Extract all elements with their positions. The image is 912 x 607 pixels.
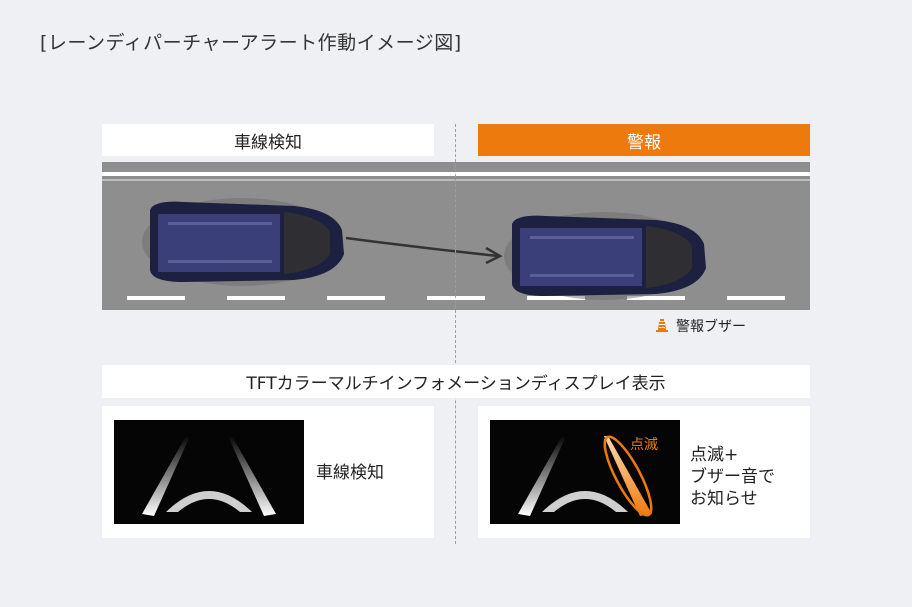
display-screen-warn: 点滅 — [490, 420, 680, 524]
car-before — [142, 198, 344, 286]
panel-text-line: 点滅+ — [690, 445, 739, 465]
tft-display-label: TFTカラーマルチインフォメーションディスプレイ表示 — [102, 365, 810, 398]
buzzer-icon — [656, 319, 668, 332]
arrow-icon — [345, 236, 503, 265]
display-screen-detect — [114, 420, 304, 524]
panel-text-warn: 点滅+ ブザー音で お知らせ — [690, 444, 775, 510]
lane-dashes — [127, 296, 785, 300]
panel-text-detect: 車線検知 — [316, 462, 384, 484]
lane-line-right-blinking — [604, 436, 652, 516]
page-title: [レーンディパーチャーアラート作動イメージ図] — [40, 32, 462, 54]
phase-label-detect: 車線検知 — [102, 124, 434, 156]
road-edge-line — [102, 172, 810, 176]
buzzer-label: 警報ブザー — [676, 319, 746, 335]
blink-label: 点滅 — [630, 437, 658, 453]
blink-highlight-ring — [603, 435, 653, 517]
car-icon-dash — [542, 491, 628, 512]
lane-line-right — [228, 436, 276, 516]
panel-text-line: お知らせ — [690, 489, 758, 509]
phase-divider — [455, 124, 456, 544]
car-after — [504, 212, 706, 300]
lane-line-left — [142, 436, 190, 516]
road-illustration — [102, 162, 810, 310]
display-panel-detect: 車線検知 — [102, 406, 434, 538]
panel-text-line: 車線検知 — [316, 463, 384, 483]
car-icon-dash — [166, 491, 252, 512]
display-panel-warn: 点滅 点滅+ ブザー音で お知らせ — [478, 406, 810, 538]
road-shoulder — [102, 179, 810, 181]
lane-line-left — [518, 436, 566, 516]
panel-text-line: ブザー音で — [690, 467, 775, 487]
buzzer-legend: 警報ブザー — [654, 316, 746, 336]
phase-label-warn: 警報 — [478, 124, 810, 156]
